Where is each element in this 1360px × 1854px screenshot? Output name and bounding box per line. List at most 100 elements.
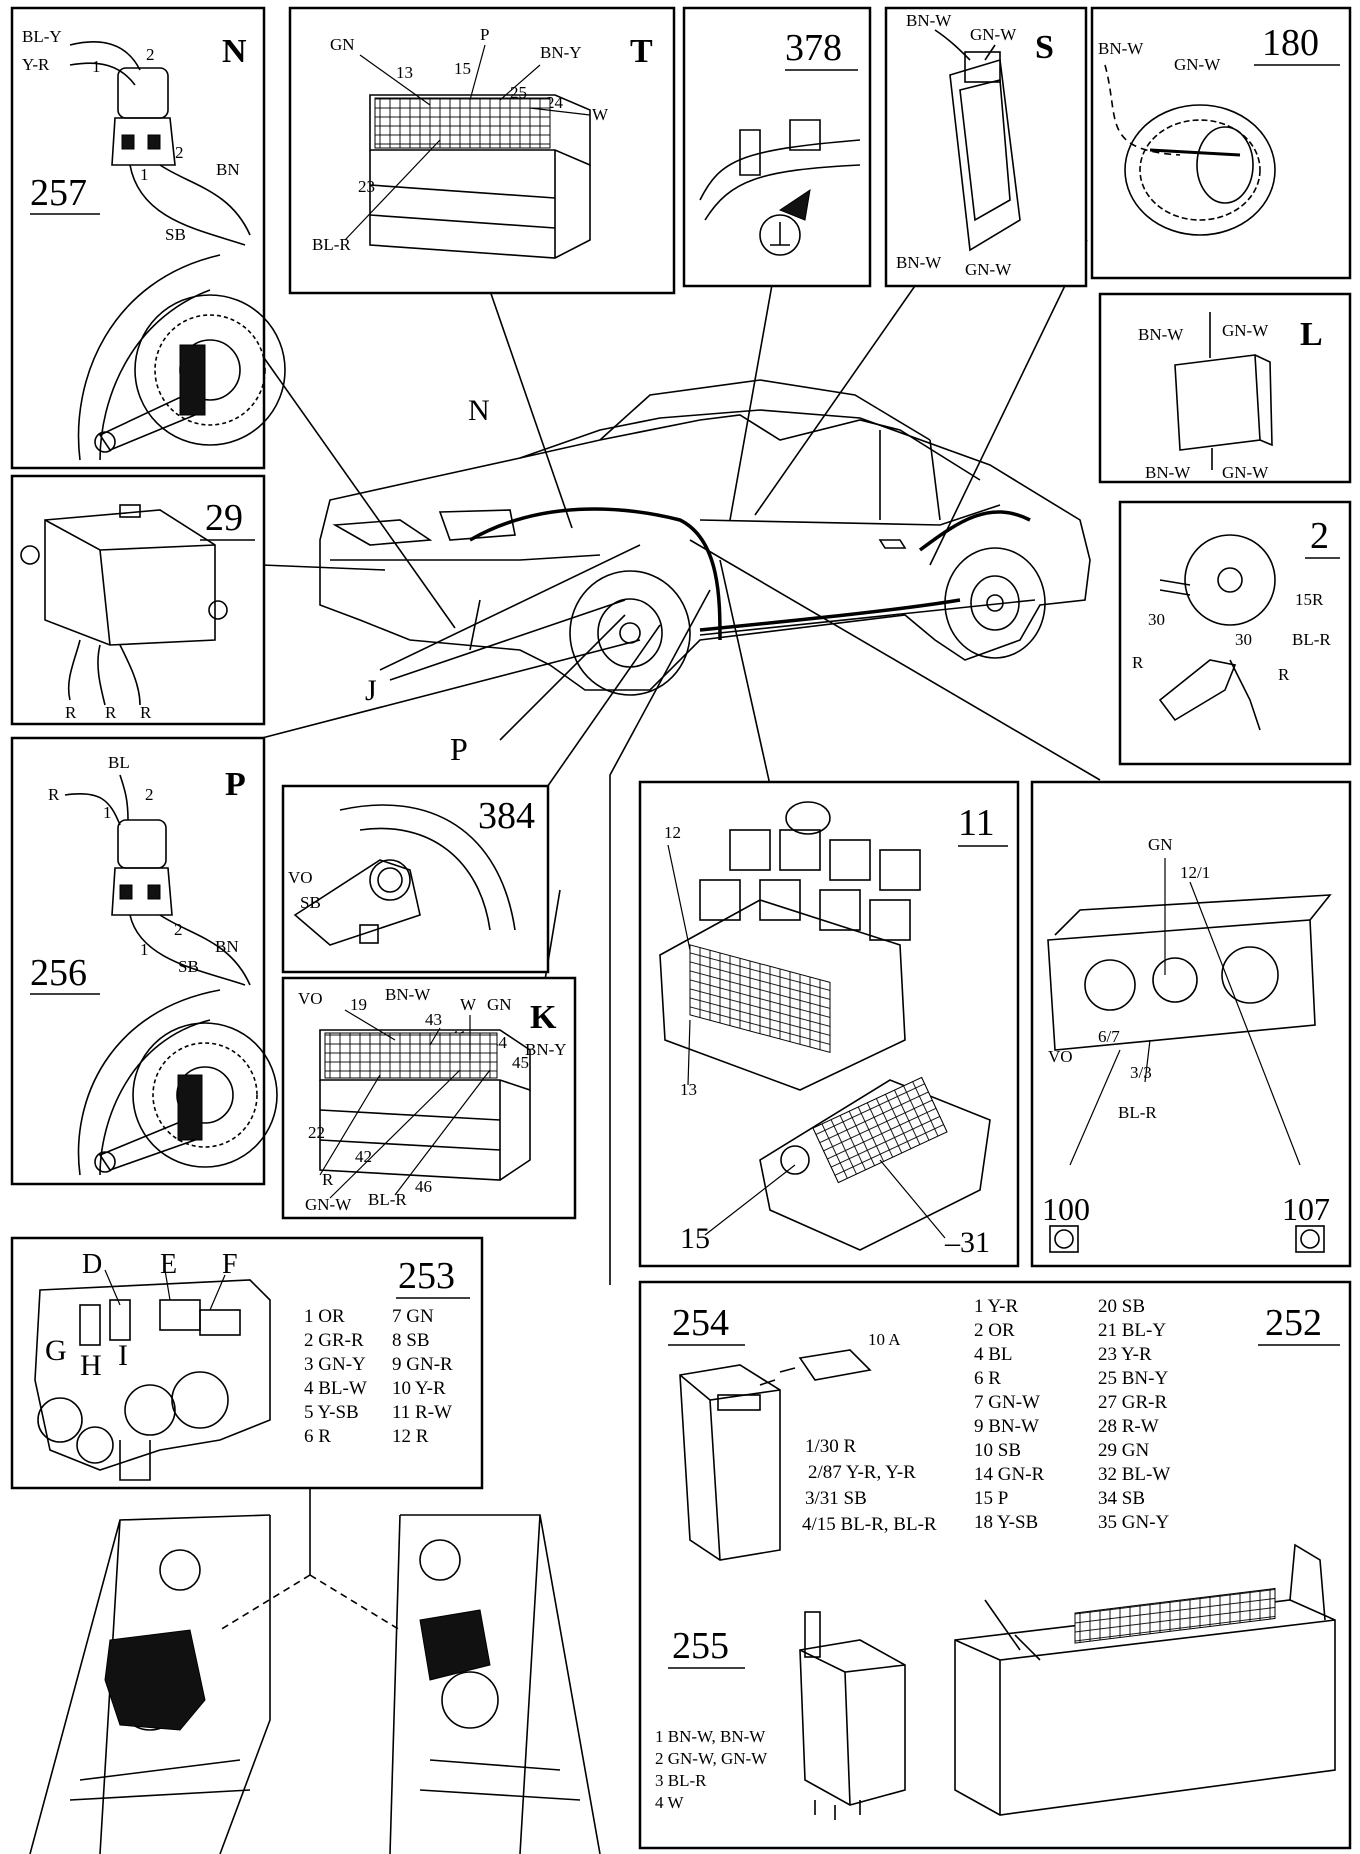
- wire-bl-r: BL-R: [1292, 630, 1331, 649]
- legend-item: 1 OR: [304, 1306, 345, 1327]
- pin-item: 4/15 BL-R, BL-R: [802, 1514, 937, 1535]
- pin-item: 9 BN-W: [974, 1416, 1039, 1437]
- pin-item: 20 SB: [1098, 1296, 1145, 1317]
- panel-180: 180 BN-W GN-W: [1090, 6, 1352, 280]
- legend-253-left: 1 OR 2 GR-R 3 GN-Y 4 BL-W 5 Y-SB 6 R: [304, 1306, 367, 1447]
- pin-label: 23: [358, 177, 375, 196]
- panel-29-number: 29: [205, 497, 243, 539]
- panel-253: 253 D E F G H I 1 OR 2 GR-R 3 GN-Y 4 BL-…: [10, 1236, 484, 1490]
- relay-254-number: 254: [672, 1302, 729, 1344]
- legend-253-right: 7 GN 8 SB 9 GN-R 10 Y-R 11 R-W 12 R: [392, 1306, 453, 1447]
- wire-bl-r: BL-R: [1118, 1103, 1157, 1122]
- pin-label: 2: [175, 143, 184, 162]
- panel-252: 252 254 10 A 1/30 R 2/87 Y-R, Y-R 3/31 S…: [638, 1280, 1352, 1850]
- pin-label: 15R: [1295, 590, 1324, 609]
- panel-n-number: 257: [30, 172, 87, 214]
- pin-label: 19: [350, 995, 367, 1014]
- wire-gn-w: GN-W: [1222, 463, 1269, 482]
- pin-label: 30: [1235, 630, 1252, 649]
- pin-label: 15: [454, 59, 471, 78]
- panel-l: L BN-W GN-W BN-W GN-W: [1098, 292, 1352, 484]
- wire-bn: BN: [216, 160, 240, 179]
- panel-378-number: 378: [785, 27, 842, 69]
- wire-bn-y: BN-Y: [525, 1040, 567, 1059]
- wire-bl-r: BL-R: [368, 1190, 407, 1209]
- component-letter: E: [160, 1249, 177, 1280]
- pin-item: 35 GN-Y: [1098, 1512, 1170, 1533]
- wire-gn-w: GN-W: [965, 260, 1012, 279]
- pin-item: 4 W: [655, 1793, 684, 1812]
- wire-gn: GN: [487, 995, 512, 1014]
- pin-label: 1: [140, 940, 149, 959]
- panel-s-letter: S: [1035, 29, 1054, 66]
- panel-t-letter: T: [630, 33, 653, 70]
- panel-t: T GN P BN-Y W BL-R 13 15 25 24 23: [288, 6, 676, 295]
- wire-w: W: [460, 995, 477, 1014]
- panel-384-number: 384: [478, 795, 535, 837]
- panel-n: N 257 BL-Y Y-R BN SB 1 2 2 1: [10, 6, 286, 470]
- wire-y-r: Y-R: [22, 55, 50, 74]
- wire-p: P: [480, 25, 489, 44]
- panel-s: S BN-W GN-W BN-W GN-W: [884, 6, 1088, 288]
- wire-bn-y: BN-Y: [540, 43, 582, 62]
- pin-label: 1: [103, 803, 112, 822]
- wire-gn-w: GN-W: [970, 25, 1017, 44]
- car-label-p: P: [450, 731, 468, 767]
- pin-item: 7 GN-W: [974, 1392, 1040, 1413]
- car-label-n: N: [468, 394, 490, 427]
- wire-bl-y: BL-Y: [22, 27, 62, 46]
- pin-item: 28 R-W: [1098, 1416, 1159, 1437]
- pin-item: 6 R: [974, 1368, 1001, 1389]
- component-letter: I: [118, 1339, 128, 1372]
- panel-p-letter: P: [225, 766, 246, 803]
- legend-item: 6 R: [304, 1426, 331, 1447]
- wire-gn: GN: [330, 35, 355, 54]
- pin-label: 13: [396, 63, 413, 82]
- pin-item: 4 BL: [974, 1344, 1013, 1365]
- component-letter: F: [222, 1249, 238, 1280]
- pin-item: 23 Y-R: [1098, 1344, 1152, 1365]
- legend-item: 3 GN-Y: [304, 1354, 366, 1375]
- pin-label: 15: [680, 1222, 710, 1255]
- relay-254-pins: 1/30 R 2/87 Y-R, Y-R 3/31 SB 4/15 BL-R, …: [802, 1436, 937, 1535]
- pin-item: 15 P: [974, 1488, 1008, 1509]
- panel-378: 378: [682, 6, 872, 288]
- wire-r: R: [140, 703, 152, 722]
- pin-label: 46: [415, 1177, 432, 1196]
- pin-item: 34 SB: [1098, 1488, 1145, 1509]
- pin-item: 14 GN-R: [974, 1464, 1045, 1485]
- pin-item: 1 BN-W, BN-W: [655, 1727, 766, 1746]
- component-letter: G: [45, 1334, 67, 1367]
- pin-label: 2: [145, 785, 154, 804]
- wire-gn: GN: [1148, 835, 1173, 854]
- panel-k-letter: K: [530, 999, 557, 1036]
- pin-item: 2 OR: [974, 1320, 1015, 1341]
- wire-bl-r: BL-R: [312, 235, 351, 254]
- legend-item: 7 GN: [392, 1306, 434, 1327]
- panel-n-letter: N: [222, 33, 247, 70]
- pin-label: 1: [140, 165, 149, 184]
- pin-item: 1/30 R: [805, 1436, 857, 1457]
- pin-label: 22: [308, 1123, 325, 1142]
- wire-r: R: [48, 785, 60, 804]
- wire-bn-w: BN-W: [896, 253, 942, 272]
- pin-label: –31: [944, 1226, 990, 1259]
- car-body: [319, 379, 1091, 696]
- panel-180-number: 180: [1262, 22, 1319, 64]
- pin-label: 2: [174, 920, 183, 939]
- legend-item: 4 BL-W: [304, 1378, 367, 1399]
- pin-label: 6/7: [1098, 1027, 1120, 1046]
- wire-r: R: [322, 1170, 334, 1189]
- wire-gn-w: GN-W: [1222, 321, 1269, 340]
- panel-29: 29 R R R: [10, 474, 266, 726]
- panel-100-107: GN 12/1 VO 6/7 3/3 BL-R 100 107: [1030, 780, 1352, 1268]
- pin-list-col2: 20 SB 21 BL-Y 23 Y-R 25 BN-Y 27 GR-R 28 …: [1098, 1296, 1170, 1533]
- wire-vo: VO: [288, 868, 313, 887]
- pin-label: 13: [680, 1080, 697, 1099]
- pin-item: 2/87 Y-R, Y-R: [808, 1462, 916, 1483]
- pin-label: 45: [512, 1053, 529, 1072]
- pin-label: 43: [425, 1010, 442, 1029]
- wire-bn: BN: [215, 937, 239, 956]
- panel-11-number: 11: [958, 802, 995, 844]
